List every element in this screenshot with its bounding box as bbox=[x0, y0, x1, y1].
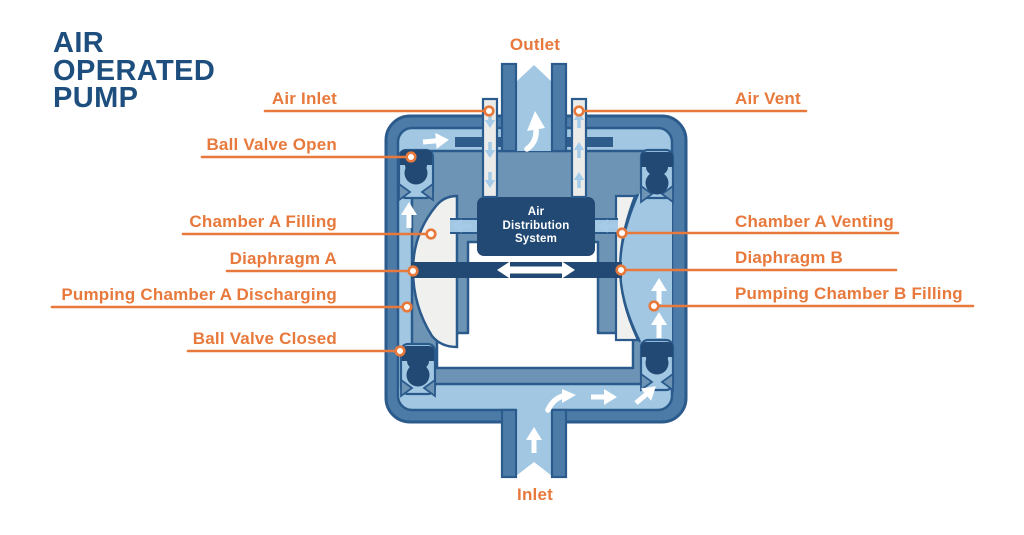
inlet-pipe-wall-left bbox=[500, 408, 518, 479]
label-outlet: Outlet bbox=[509, 35, 561, 54]
dot-pumping-chamber-a bbox=[401, 301, 413, 313]
page-title: AIR OPERATED PUMP bbox=[53, 27, 216, 114]
label-ball-valve-open: Ball Valve Open bbox=[206, 135, 337, 154]
label-pumping-chamber-a-discharging: Pumping Chamber A Discharging bbox=[61, 285, 337, 304]
label-diaphragm-b: Diaphragm B bbox=[735, 248, 843, 267]
outlet-flange-right bbox=[566, 137, 613, 147]
air-distribution-system-box bbox=[477, 197, 595, 256]
label-air-inlet: Air Inlet bbox=[271, 89, 337, 108]
dot-chamber-a-venting bbox=[616, 227, 628, 239]
label-diaphragm-a: Diaphragm A bbox=[229, 249, 337, 268]
flow-arrow-outlet-curved bbox=[524, 111, 545, 152]
dot-ball-valve-open bbox=[405, 151, 417, 163]
dot-air-inlet bbox=[483, 105, 495, 117]
dot-chamber-a-filling bbox=[425, 228, 437, 240]
valve-ball bbox=[645, 351, 669, 375]
rod-motion-arrow bbox=[497, 261, 575, 279]
flow-arrow-bottom-curved bbox=[545, 389, 576, 413]
valve-ball bbox=[404, 161, 428, 185]
leader-dots bbox=[394, 105, 660, 357]
ball-valve-top-right-closed bbox=[639, 148, 675, 204]
title-line: OPERATED bbox=[53, 54, 216, 87]
dot-ball-valve-closed bbox=[394, 345, 406, 357]
dot-diaphragm-b bbox=[615, 264, 627, 276]
ball-valve-top-left-open bbox=[397, 148, 435, 202]
ball-valve-bottom-left-closed bbox=[399, 342, 437, 398]
outlet-pipe-wall-right bbox=[550, 62, 568, 153]
label-ball-valve-closed: Ball Valve Closed bbox=[192, 329, 337, 348]
label-chamber-a-filling: Chamber A Filling bbox=[189, 212, 337, 231]
title-line: AIR bbox=[53, 27, 105, 59]
valve-ball bbox=[645, 171, 669, 195]
valve-ball bbox=[406, 363, 430, 387]
ball-valve-bottom-right-open bbox=[639, 338, 675, 392]
dot-diaphragm-a bbox=[407, 265, 419, 277]
dot-pumping-chamber-b bbox=[648, 300, 660, 312]
liquid-flow-arrows bbox=[401, 111, 667, 453]
outlet-flange-left bbox=[455, 137, 502, 147]
leader-lines bbox=[50, 109, 975, 353]
label-inlet: Inlet bbox=[517, 485, 553, 504]
air-distribution-system-label: Air Distribution System bbox=[502, 206, 570, 246]
label-chamber-a-venting: Chamber A Venting bbox=[735, 212, 894, 231]
outlet-fluid bbox=[516, 65, 552, 151]
inlet-pipe-wall-right bbox=[550, 408, 568, 479]
dot-air-vent bbox=[573, 105, 585, 117]
label-pumping-chamber-b-filling: Pumping Chamber B Filling bbox=[735, 284, 963, 303]
title-line: PUMP bbox=[53, 82, 139, 114]
outlet-pipe-wall-left bbox=[500, 62, 518, 153]
label-air-vent: Air Vent bbox=[735, 89, 801, 108]
